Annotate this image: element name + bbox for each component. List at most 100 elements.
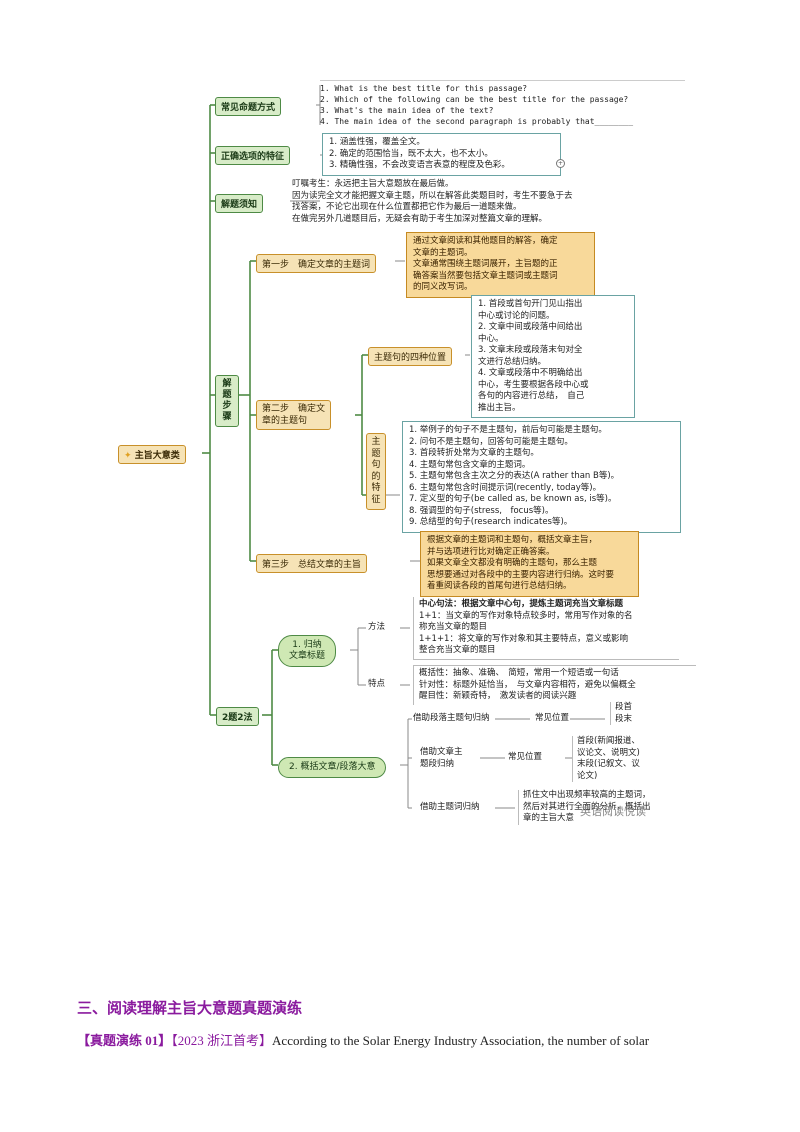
method-line: 称充当文章的题目	[419, 622, 488, 632]
r1-value: 段末	[615, 713, 633, 724]
r2-label-line: 借助文章主	[420, 747, 463, 757]
step3-text: 根据文章的主题词和主题句，概括文章主旨， 并与选项进行比对确定正确答案。 如果文…	[420, 531, 639, 597]
notes-line: 叮嘱考生：永远把主旨大意题放在最后做。	[292, 179, 454, 189]
r3-value: 抓住文中出现频率较高的主题词，	[523, 790, 651, 800]
exam-tag: 【2023 浙江首考】	[171, 1033, 273, 1048]
r2-value: 首段(新闻报道、	[577, 736, 640, 746]
step3-line: 根据文章的主题词和主题句，概括文章主旨，	[427, 535, 598, 545]
list-item: 4. 文章或段落中不明确给出	[478, 368, 583, 378]
r3-value: 章的主旨大意	[523, 813, 575, 823]
r1-label: 借助段落主题句归纳	[413, 713, 490, 723]
r1-values: 段首 段末	[610, 702, 632, 725]
notes-text: 叮嘱考生：永远把主旨大意题放在最后做。 因为读完全文才能把握文章主题，所以在解答…	[292, 179, 672, 225]
r2-label-line: 题段归纳	[420, 758, 455, 769]
paragraph-text: According to the Solar Energy Industry A…	[272, 1033, 650, 1048]
steps-label: 解题步骤	[222, 379, 232, 422]
r3-label: 借助主题词归纳	[420, 802, 480, 812]
list-item: 2. 确定的范围恰当，既不太大，也不太小。	[329, 148, 493, 159]
step3-line: 如果文章全文都没有明确的主题句，那么主题	[427, 558, 598, 568]
step3-line: 着重阅读各段的首尾句进行总结归纳。	[427, 581, 572, 591]
step1-line: 文章的主题词。	[413, 247, 473, 258]
r2-value: 论文)	[577, 770, 598, 781]
r2-value: 末段(记叙文、议	[577, 759, 640, 769]
r2-value: 议论文、说明文)	[577, 747, 640, 758]
method-label: 方法	[368, 622, 386, 632]
step1-text: 通过文章阅读和其他题目的解答，确定 文章的主题词。 文章通常围绕主题词展开，主旨…	[406, 232, 595, 298]
list-item: 6. 主题句常包含时间提示词(recently, today等)。	[409, 482, 602, 493]
common-forms-list: 1. What is the best title for this passa…	[320, 80, 685, 127]
method-line: 1+1+1：将文章的写作对象和其主要特点，意义或影响	[419, 633, 628, 644]
list-item: 1. 涵盖性强，覆盖全文。	[329, 137, 425, 147]
notes-line: 找答案，不论它出现在什么位置都把它作为最后一道题来做。	[292, 202, 522, 212]
correct-features-node: 正确选项的特征	[215, 146, 291, 165]
root-label: 主旨大意类	[134, 451, 180, 461]
correct-features-list: 1. 涵盖性强，覆盖全文。 2. 确定的范围恰当，既不太大，也不太小。 3. 精…	[322, 133, 561, 176]
list-item: 7. 定义型的句子(be called as, be known as, is等…	[409, 494, 617, 504]
list-item: 3. 文章末段或段落末句对全	[478, 345, 583, 355]
list-item: 3. 首段转折处常为文章的主题句。	[409, 448, 539, 458]
list-item: 9. 总结型的句子(research indicates等)。	[409, 517, 573, 527]
notes-line: 因为读完全文才能把握文章主题，所以在解答此类题目时，考生不要急于去	[292, 190, 573, 201]
positions-list: 1. 首段或首句开门见山指出 中心或讨论的问题。 2. 文章中间或段落中间给出 …	[471, 295, 635, 418]
list-item: 1. 首段或首句开门见山指出	[478, 299, 583, 309]
step1-line: 通过文章阅读和其他题目的解答，确定	[413, 236, 558, 246]
list-item: 3. What's the main idea of the text?	[320, 106, 494, 115]
feature-line: 概括性：抽象、准确、 简短，常用一个短语或一句话	[419, 668, 619, 678]
step2-label: 第二步 确定文	[262, 404, 326, 414]
list-item: 4. 主题句常包含文章的主题词。	[409, 459, 531, 470]
root-node: ✦ 主旨大意类	[118, 445, 186, 464]
star-icon: ✦	[124, 451, 132, 461]
expand-icon[interactable]: +	[556, 159, 565, 168]
common-forms-node: 常见命题方式	[215, 97, 282, 116]
summarize-title-node: 1. 归纳 文章标题	[278, 635, 337, 667]
practice-paragraph: 【真题演练 01】【2023 浙江首考】According to the Sol…	[77, 1030, 649, 1049]
step2-label: 章的主题句	[262, 416, 308, 426]
step1-line: 的同义改写词。	[413, 282, 473, 292]
r1-pos: 常见位置	[535, 713, 570, 723]
method-line: 中心句法：根据文章中心句，提炼主题词充当文章标题	[419, 599, 624, 609]
step1-node: 第一步 确定文章的主题词	[256, 254, 377, 273]
step3-line: 思想要通过对各段中的主要内容进行归纳。这时要	[427, 569, 615, 580]
mindmap-image: ✦ 主旨大意类 常见命题方式 1. What is the best title…	[110, 75, 696, 830]
node-label: 文章标题	[289, 651, 326, 661]
step1-line: 确答案当然要包括文章主题词或主题词	[413, 270, 558, 281]
positions-node: 主题句的四种位置	[368, 347, 453, 366]
r3-value: 然后对其进行全面的分析，概括出	[523, 801, 651, 812]
list-item: 2. 文章中间或段落中间给出	[478, 322, 583, 332]
r2-values: 首段(新闻报道、 议论文、说明文) 末段(记叙文、议 论文)	[572, 736, 640, 782]
steps-node: 解题步骤	[215, 375, 239, 427]
list-item: 中心，考生要根据各段中心或	[478, 379, 589, 390]
step2-node: 第二步 确定文 章的主题句	[256, 400, 332, 430]
list-item: 各句的内容进行总结， 自己	[478, 391, 585, 401]
list-item: 4. The main idea of the second paragraph…	[320, 117, 634, 126]
node-label: 1. 归纳	[292, 640, 322, 650]
list-item: 1. What is the best title for this passa…	[320, 84, 528, 93]
r1-value: 段首	[615, 702, 633, 712]
method-line: 1+1：当文章的写作对象特点较多时，常用写作对象的名	[419, 610, 633, 621]
r2-pos: 常见位置	[508, 752, 543, 762]
features-list: 1. 举例子的句子不是主题句，前后句可能是主题句。 2. 问句不是主题句，回答句…	[402, 421, 681, 533]
step1-line: 文章通常围绕主题词展开，主旨题的正	[413, 259, 558, 269]
list-item: 中心或讨论的问题。	[478, 310, 555, 321]
watermark: 英语阅读悦读	[580, 805, 646, 818]
method-line: 整合充当文章的题目	[419, 645, 496, 655]
list-item: 1. 举例子的句子不是主题句，前后句可能是主题句。	[409, 425, 607, 435]
notes-node: 解题须知	[215, 194, 264, 213]
mindmap-connectors	[202, 85, 605, 809]
step3-line: 并与选项进行比对确定正确答案。	[427, 546, 555, 557]
list-item: 中心。	[478, 333, 504, 344]
list-item: 文进行总结归纳。	[478, 356, 547, 367]
list-item: 2. 问句不是主题句，回答句可能是主题句。	[409, 436, 573, 447]
method-text: 中心句法：根据文章中心句，提炼主题词充当文章标题 1+1：当文章的写作对象特点较…	[413, 597, 679, 660]
section-heading: 三、阅读理解主旨大意题真题演练	[77, 999, 303, 1017]
practice-tag: 【真题演练 01】	[77, 1033, 172, 1048]
step3-node: 第三步 总结文章的主旨	[256, 554, 368, 573]
list-item: 推出主旨。	[478, 402, 521, 413]
feature-line: 针对性：标题外延恰当， 与文章内容相符，避免以偏概全	[419, 679, 636, 690]
feature-label: 特点	[368, 679, 386, 689]
features-label: 主题句的特征	[371, 437, 381, 505]
notes-line: 在做完另外几道题目后，无疑会有助于考生加深对整篇文章的理解。	[292, 213, 548, 224]
feature-line: 醒目性：新颖奇特， 激发读者的阅读兴趣	[419, 691, 577, 701]
features-node: 主题句的特征	[366, 433, 386, 510]
summarize-paragraph-node: 2. 概括文章/段落大意	[278, 757, 387, 778]
